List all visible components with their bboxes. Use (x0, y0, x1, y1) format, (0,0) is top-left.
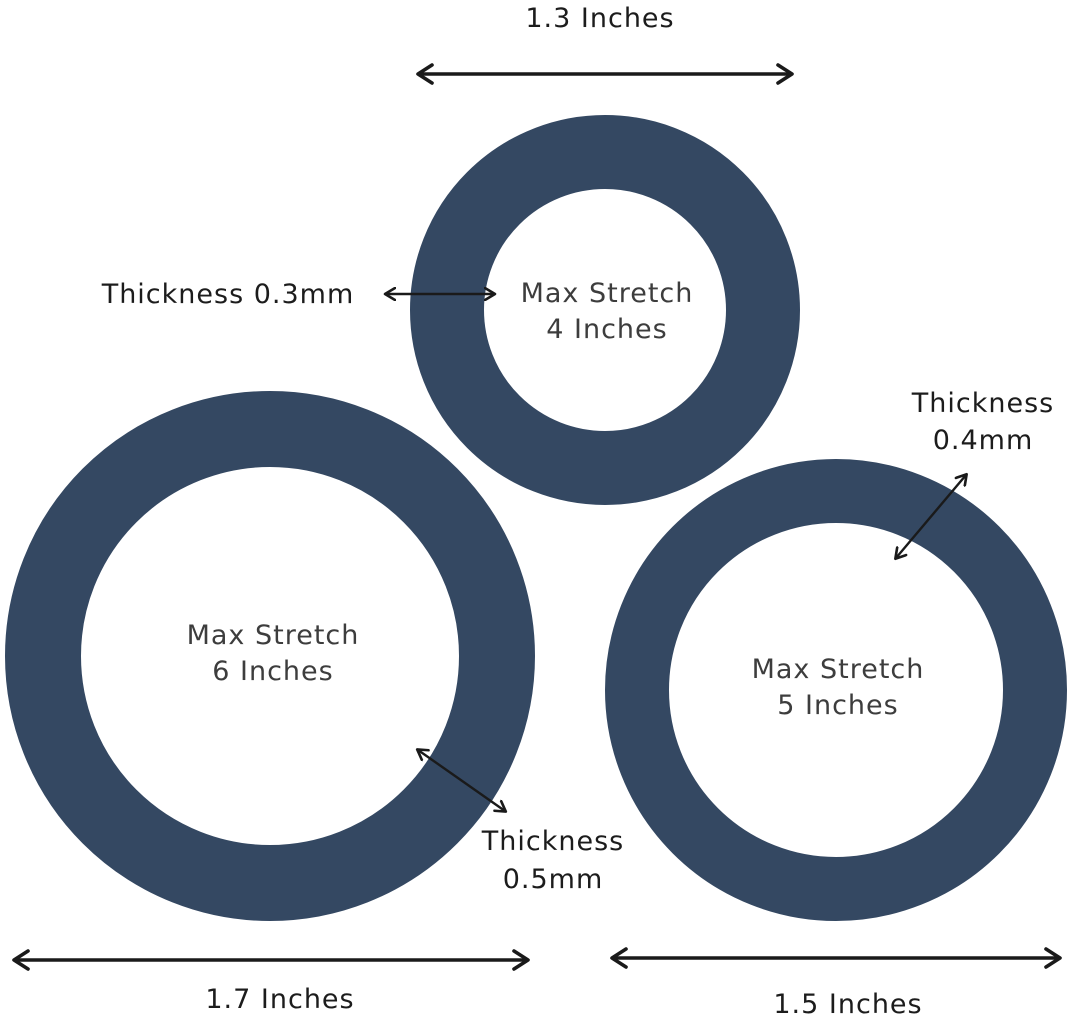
large-ring-stretch-line2: 6 Inches (212, 656, 333, 687)
small-ring-width-label: 1.3 Inches (525, 3, 674, 34)
small-ring-stretch-line1: Max Stretch (521, 278, 694, 309)
medium-ring-thickness-line2: 0.4mm (933, 425, 1034, 456)
large-ring-width-label: 1.7 Inches (205, 984, 354, 1015)
large-ring-group: Max Stretch 6 Inches Thickness 0.5mm 1.7… (5, 391, 624, 1015)
medium-ring-stretch-line2: 5 Inches (777, 690, 898, 721)
medium-ring-width-label: 1.5 Inches (773, 989, 922, 1018)
small-ring-thickness-label: Thickness 0.3mm (101, 279, 355, 310)
medium-ring-stretch-line1: Max Stretch (752, 654, 925, 685)
large-ring-thickness-arrow (418, 750, 505, 811)
medium-ring (605, 459, 1067, 921)
medium-ring-group: Thickness 0.4mm Max Stretch 5 Inches 1.5… (605, 388, 1067, 1018)
large-ring-thickness-line1: Thickness (481, 826, 624, 857)
small-ring-group: 1.3 Inches Thickness 0.3mm Max Stretch 4… (101, 3, 800, 505)
small-ring-stretch-line2: 4 Inches (546, 314, 667, 345)
large-ring-thickness-line2: 0.5mm (503, 864, 604, 895)
medium-ring-thickness-arrow (896, 475, 966, 558)
large-ring-stretch-line1: Max Stretch (187, 620, 360, 651)
small-ring (410, 115, 800, 505)
large-ring (5, 391, 535, 921)
medium-ring-thickness-line1: Thickness (911, 388, 1054, 419)
